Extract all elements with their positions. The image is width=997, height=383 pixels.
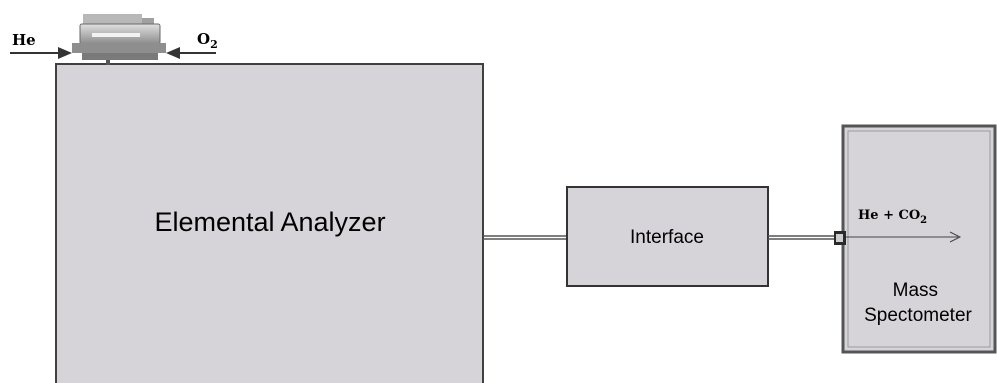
autosampler-icon bbox=[72, 14, 166, 65]
oxygen-input: O2 bbox=[166, 30, 218, 59]
arrow-right-icon bbox=[58, 47, 72, 59]
elemental-analyzer-label: Elemental Analyzer bbox=[154, 207, 385, 237]
helium-input: He bbox=[10, 31, 72, 59]
interface-block: Interface bbox=[566, 186, 769, 287]
ms-flow-arrow: He + CO2 bbox=[846, 208, 962, 243]
flow-label: He + CO2 bbox=[858, 208, 927, 226]
interface-label: Interface bbox=[630, 227, 704, 248]
arrow-right-icon bbox=[949, 231, 962, 243]
oxygen-input-label: O2 bbox=[197, 30, 218, 51]
inlet-connector-icon bbox=[834, 231, 846, 245]
connection-line-interface-ms bbox=[768, 235, 836, 240]
mass-spectrometer-label: Mass Spectometer bbox=[864, 280, 972, 326]
connection-line-ea-interface bbox=[483, 235, 567, 240]
mass-spectrometer-block: Mass Spectometer bbox=[841, 124, 997, 354]
arrow-left-icon bbox=[166, 47, 180, 59]
elemental-analyzer-block: Elemental Analyzer bbox=[55, 63, 484, 383]
helium-input-label: He bbox=[12, 31, 36, 49]
